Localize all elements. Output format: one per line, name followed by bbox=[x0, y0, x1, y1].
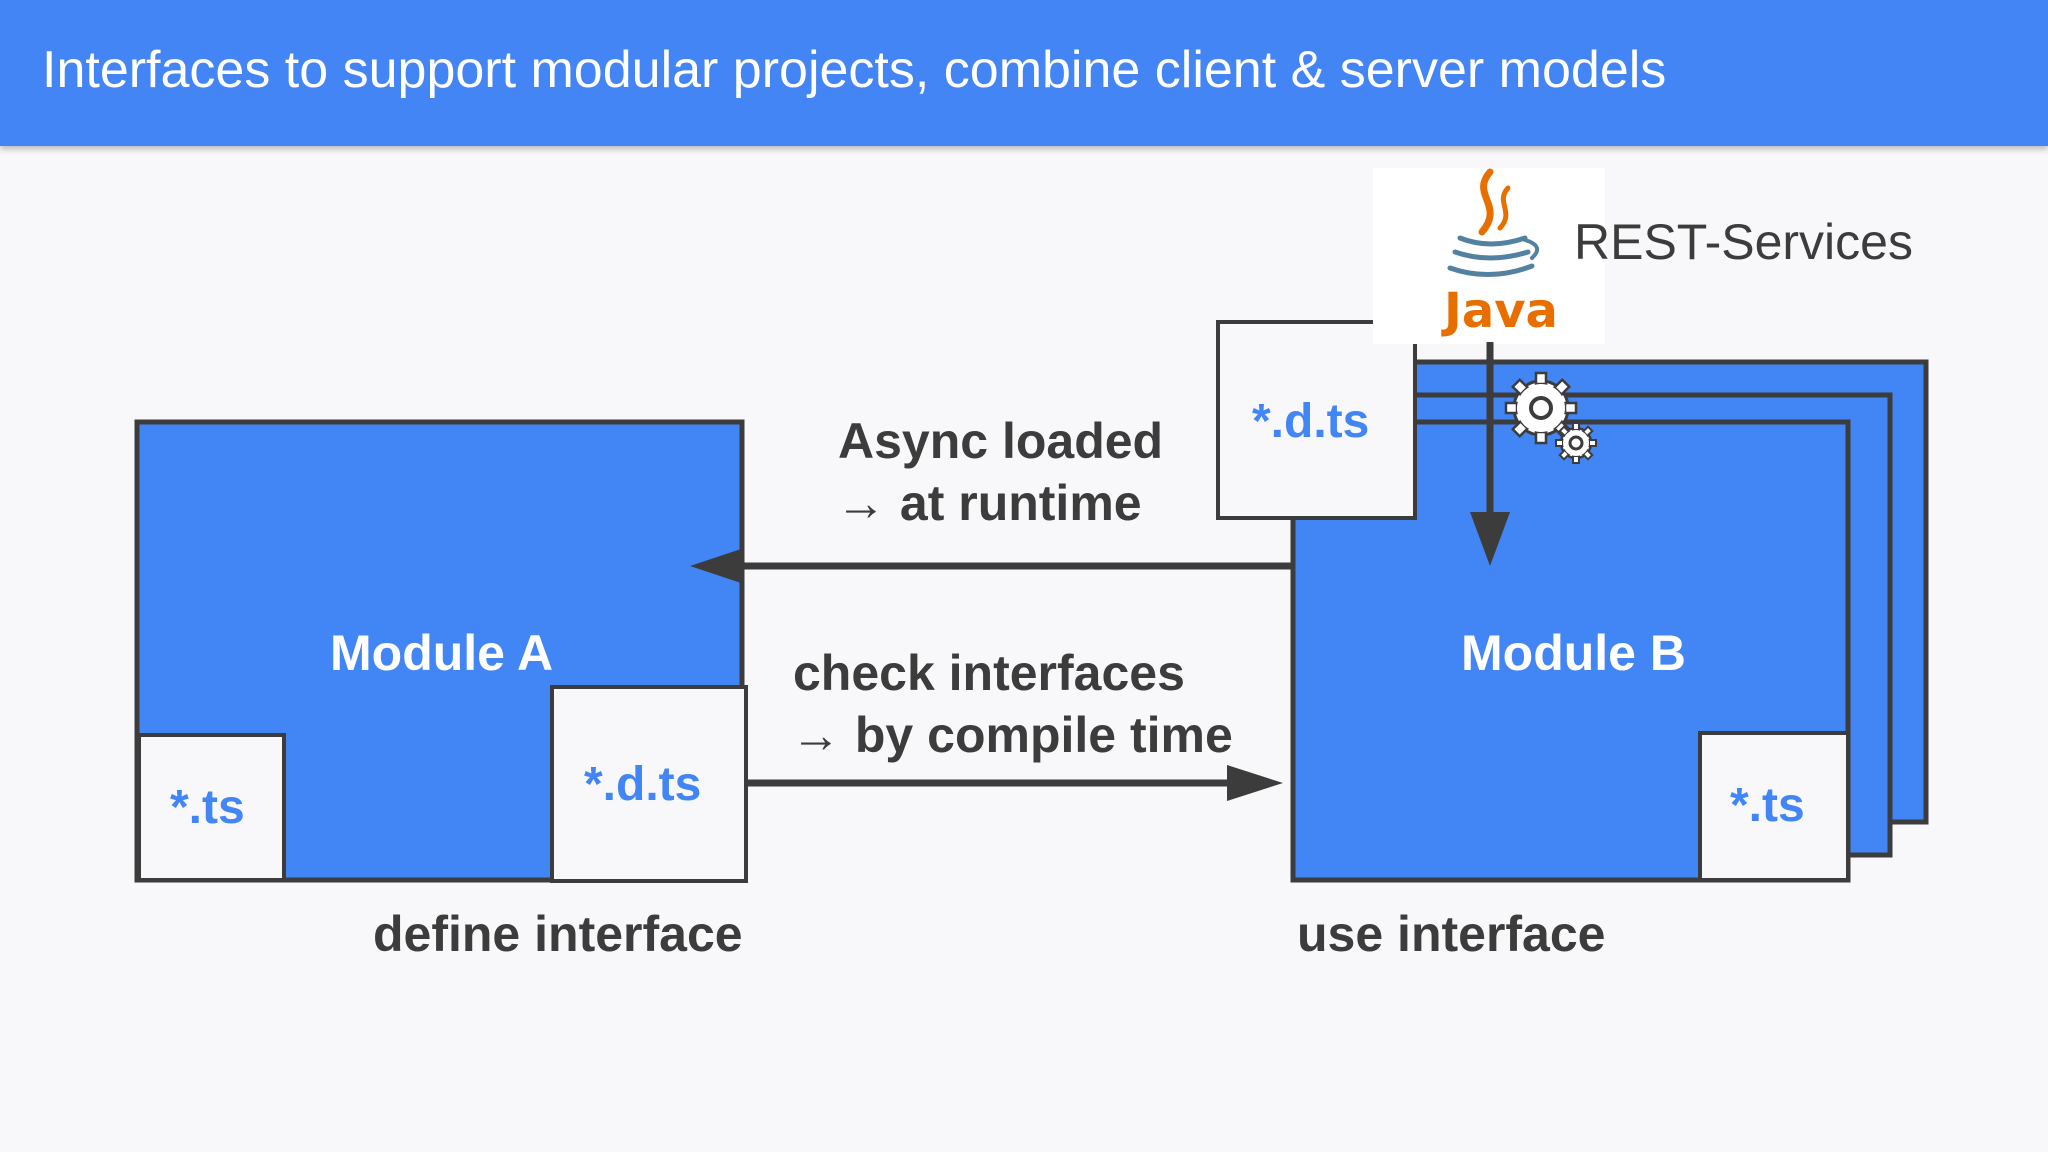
module-b-ts-box bbox=[1698, 731, 1850, 882]
module-a-dts-label: *.d.ts bbox=[584, 758, 702, 811]
module-a-ts-label: *.ts bbox=[170, 781, 245, 834]
module-b-dts-label: *.d.ts bbox=[1252, 395, 1370, 448]
check-label-line1: check interfaces bbox=[793, 645, 1185, 701]
java-logo-icon bbox=[1447, 168, 1540, 277]
module-a-ts-box bbox=[137, 733, 286, 882]
java-logo-text: Java bbox=[1444, 283, 1558, 339]
async-label-line1: Async loaded bbox=[838, 413, 1164, 469]
async-arrow-head bbox=[690, 548, 744, 584]
module-b-ts-label: *.ts bbox=[1730, 779, 1805, 832]
module-a-caption: define interface bbox=[373, 906, 743, 962]
module-b-label: Module B bbox=[1461, 625, 1686, 681]
module-a-label: Module A bbox=[330, 625, 554, 681]
check-label-line2: → by compile time bbox=[791, 707, 1233, 763]
rest-arrow-head bbox=[1470, 512, 1510, 566]
module-b-caption: use interface bbox=[1297, 906, 1606, 962]
title-bar: Interfaces to support modular projects, … bbox=[0, 0, 2048, 146]
module-a-dts-box bbox=[550, 685, 748, 883]
gears-icon bbox=[1504, 371, 1597, 464]
async-label-line2: → at runtime bbox=[836, 475, 1142, 531]
rest-services-label: REST-Services bbox=[1574, 214, 1913, 270]
module-b-dts-box bbox=[1216, 320, 1417, 520]
page-title: Interfaces to support modular projects, … bbox=[42, 41, 1667, 99]
check-arrow-head bbox=[1227, 765, 1283, 801]
